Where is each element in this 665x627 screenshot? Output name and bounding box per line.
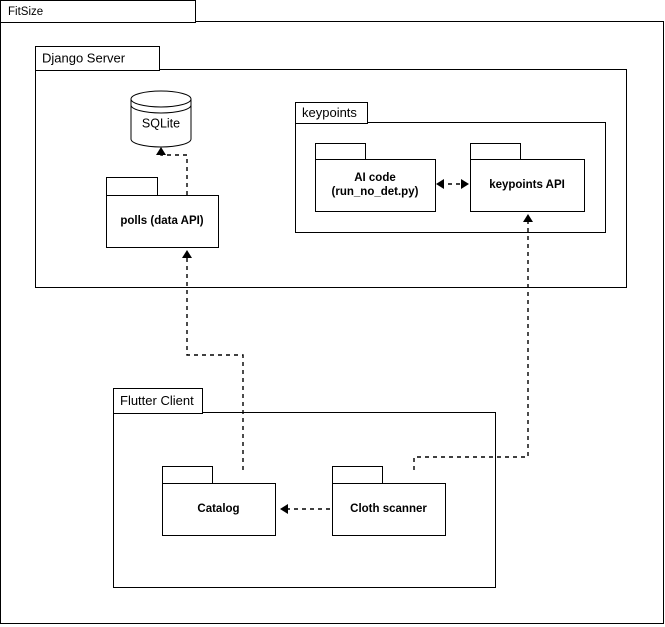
node-cloth-scanner: Cloth scanner xyxy=(332,466,446,536)
database-cylinder-ring-1 xyxy=(130,98,192,108)
node-tab-keypoints-api xyxy=(470,143,521,161)
node-label-keypoints-api-0: keypoints API xyxy=(489,179,565,191)
node-label-ai-code-0: AI code xyxy=(354,172,396,184)
node-keypoints-api: keypoints API xyxy=(470,143,585,212)
edge-ai-code-to-keypoints-api xyxy=(436,179,469,189)
node-label-cloth-scanner-0: Cloth scanner xyxy=(350,503,427,515)
edges-layer xyxy=(156,147,533,514)
edge-polls-to-sqlite xyxy=(156,147,188,195)
edge-arrowhead-ai-code-to-keypoints-api-0 xyxy=(436,179,444,189)
node-body-keypoints-api xyxy=(470,159,585,212)
container-label-keypoints: keypoints xyxy=(302,105,357,120)
container-tab-django-server xyxy=(35,46,160,71)
database-cylinder-body xyxy=(130,90,192,148)
edge-arrowhead-ai-code-to-keypoints-api-1 xyxy=(461,179,469,189)
node-body-cloth-scanner xyxy=(332,483,446,536)
edge-cloth-scanner-to-catalog xyxy=(280,504,330,514)
node-label-polls-0: polls (data API) xyxy=(120,215,203,227)
frame-tab xyxy=(0,0,196,23)
edge-catalog-to-polls xyxy=(182,250,244,470)
edge-arrowhead-catalog-to-polls-0 xyxy=(182,250,192,258)
edge-cloth-scanner-to-keypoints-api xyxy=(413,214,533,470)
frame-title: FitSize xyxy=(8,6,43,18)
container-tab-keypoints xyxy=(295,102,368,124)
database-layer: SQLite xyxy=(130,90,192,148)
edge-arrowhead-polls-to-sqlite-0 xyxy=(156,147,166,155)
edge-path-polls-to-sqlite xyxy=(160,150,188,195)
container-tab-flutter-client xyxy=(113,388,203,414)
database-cylinder-ring-2 xyxy=(130,104,192,114)
node-ai-code: AI code (run_no_det.py) xyxy=(315,143,436,212)
node-label-catalog-0: Catalog xyxy=(197,503,239,515)
node-polls: polls (data API) xyxy=(106,177,219,248)
nodes-layer: polls (data API) AI code (run_no_det.py) ke… xyxy=(106,143,585,536)
container-label-flutter-client: Flutter Client xyxy=(120,393,194,408)
node-label-ai-code-1: (run_no_det.py) xyxy=(332,186,419,198)
node-tab-ai-code xyxy=(315,143,366,161)
node-tab-cloth-scanner xyxy=(332,466,383,485)
node-catalog: Catalog xyxy=(162,466,276,536)
node-tab-polls xyxy=(106,177,158,197)
database-label-sqlite: SQLite xyxy=(142,116,180,130)
edge-arrowhead-cloth-scanner-to-keypoints-api-0 xyxy=(523,214,533,222)
node-body-catalog xyxy=(162,483,276,536)
container-label-django-server: Django Server xyxy=(42,50,126,65)
node-body-ai-code xyxy=(315,159,436,212)
node-body-polls xyxy=(106,195,219,248)
edge-arrowhead-cloth-scanner-to-catalog-0 xyxy=(280,504,288,514)
node-tab-catalog xyxy=(162,466,213,485)
edge-path-catalog-to-polls xyxy=(186,254,244,470)
database-sqlite: SQLite xyxy=(130,90,192,148)
